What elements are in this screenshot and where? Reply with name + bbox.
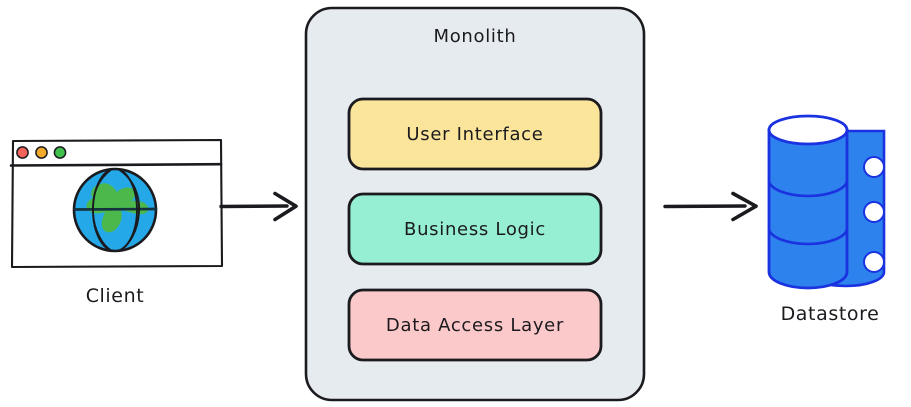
monolith-layer-data-access-layer[interactable]: Data Access Layer [347,288,603,362]
arrow-head [731,191,758,222]
browser-titlebar-divider [9,162,223,167]
globe-equator [73,207,158,211]
monolith-layer-user-interface[interactable]: User Interface [347,97,603,171]
cylinder-indicator-2 [863,201,885,223]
cylinder-body-shape [767,128,849,290]
layer-label: User Interface [406,124,543,145]
datastore-label: Datastore [781,303,880,325]
globe-meridian-tilted-left [92,168,113,252]
layer-box[interactable] [347,97,603,171]
monolith-layer-business-logic[interactable]: Business Logic [347,192,603,266]
cylinder-indicator-3 [863,251,885,273]
layer-box[interactable] [347,288,603,362]
layer-box[interactable] [347,192,603,266]
monolith-title: Monolith [433,26,516,47]
close-dot[interactable] [16,146,29,159]
client-label: Client [86,285,145,307]
database-cylinder-icon [767,114,886,290]
cylinder-indicator-1 [863,156,885,178]
arrow-shaft [219,204,289,209]
layer-label: Business Logic [404,219,546,240]
layer-label: Data Access Layer [386,315,564,336]
arrow-shaft [663,204,747,209]
cylinder-band-divider-2 [767,227,849,246]
monolith-container[interactable]: Monolith User Interface Business Logic D… [304,6,646,402]
maximize-dot[interactable] [53,146,67,159]
datastore-node[interactable]: Datastore [767,114,886,325]
cylinder-top [767,114,849,146]
client-to-monolith-arrow [219,191,298,222]
globe-icon [72,167,158,253]
browser-window-globe-icon [9,138,224,269]
minimize-dot[interactable] [35,146,48,159]
cylinder-band-divider-1 [767,179,849,198]
monolith-to-datastore-arrow [663,191,758,222]
client-node[interactable]: Client [9,138,224,307]
globe-landmass [86,183,149,233]
arrow-head [273,191,298,222]
globe-meridian-tilted [117,168,140,252]
